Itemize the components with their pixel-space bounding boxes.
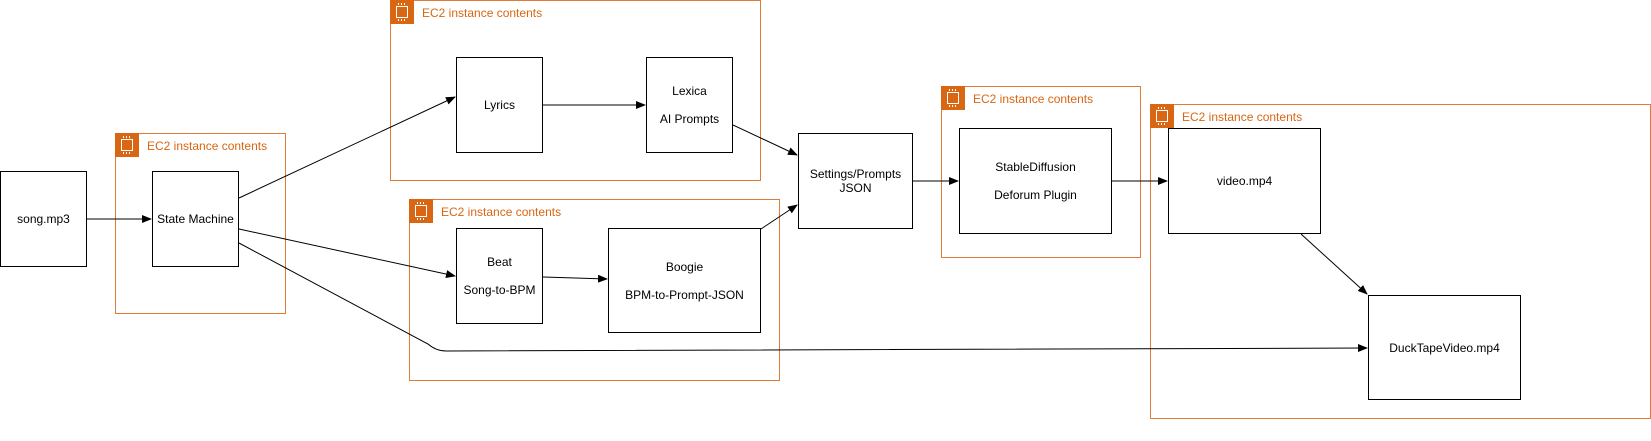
node-label-line2: AI Prompts — [659, 112, 720, 126]
ec2-instance-icon — [1150, 104, 1174, 128]
node-label-line2: BPM-to-Prompt-JSON — [625, 287, 744, 302]
node-label-line1: StableDiffusion — [995, 160, 1076, 174]
node-label-line1: Boogie — [665, 259, 704, 274]
ec2-instance-icon — [390, 0, 414, 24]
node-ducktape-video[interactable]: DuckTapeVideo.mp4 — [1368, 295, 1521, 400]
node-label: song.mp3 — [17, 212, 70, 226]
ec2-instance-icon — [941, 86, 965, 110]
node-label-line1: Lexica — [672, 84, 707, 98]
node-label: DuckTapeVideo.mp4 — [1389, 340, 1500, 355]
node-settings-prompts-json[interactable]: Settings/Prompts JSON — [798, 133, 913, 229]
node-boogie[interactable]: Boogie BPM-to-Prompt-JSON — [608, 228, 761, 333]
node-label: State Machine — [157, 212, 234, 226]
node-state-machine[interactable]: State Machine — [152, 171, 239, 267]
node-stable-diffusion[interactable]: StableDiffusion Deforum Plugin — [959, 128, 1112, 234]
ec2-group-label: EC2 instance contents — [147, 139, 268, 153]
ec2-group-lyrics: EC2 instance contents — [390, 0, 761, 181]
ec2-instance-icon — [409, 199, 433, 223]
ec2-group-label: EC2 instance contents — [973, 92, 1094, 106]
ec2-group-label: EC2 instance contents — [422, 6, 543, 20]
ec2-instance-icon — [115, 133, 139, 157]
node-label-line2: JSON — [839, 181, 872, 195]
node-label: Lyrics — [484, 98, 515, 112]
node-label-line1: Settings/Prompts — [809, 167, 902, 181]
node-song-mp3[interactable]: song.mp3 — [0, 171, 87, 267]
ec2-group-label: EC2 instance contents — [441, 205, 562, 219]
node-label-line1: Beat — [487, 255, 512, 269]
node-label: video.mp4 — [1216, 174, 1273, 188]
node-lyrics[interactable]: Lyrics — [456, 57, 543, 153]
node-lexica[interactable]: Lexica AI Prompts — [646, 57, 733, 153]
ec2-group-state-machine: EC2 instance contents — [115, 133, 286, 314]
node-label-line2: Song-to-BPM — [463, 283, 536, 297]
node-label-line2: Deforum Plugin — [994, 188, 1077, 202]
node-video-mp4[interactable]: video.mp4 — [1168, 128, 1321, 234]
ec2-group-label: EC2 instance contents — [1182, 110, 1303, 124]
node-beat[interactable]: Beat Song-to-BPM — [456, 228, 543, 324]
